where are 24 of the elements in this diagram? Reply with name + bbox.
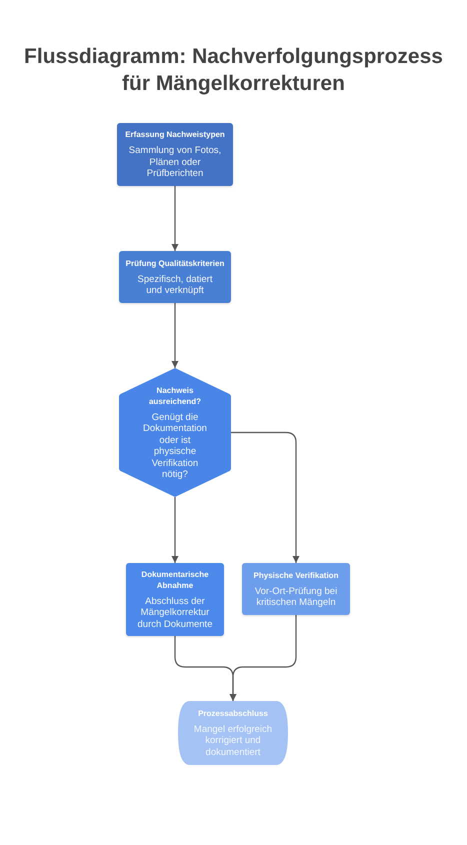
process-box <box>119 251 231 303</box>
diagram-title: Flussdiagramm: Nachverfolgungsprozess für Mängelkorrekturen <box>23 44 444 97</box>
arrow <box>172 186 178 251</box>
arrow <box>230 615 297 701</box>
process-box <box>126 563 224 636</box>
process-box <box>242 563 350 615</box>
node-heading: Physische Verifikation <box>254 570 338 580</box>
node-heading: Dokumentarische Abnahme <box>140 568 210 591</box>
node-text: Genügt die Dokumentation oder ist physische Verifikation nötig? <box>142 412 208 480</box>
node-text: Sammlung von Fotos, Plänen oder Prüfberichten <box>128 145 222 180</box>
node-heading: Prüfung Qualitätskriterien <box>126 258 224 268</box>
node-text: Vor-Ort-Prüfung bei kritischen Mängeln <box>254 586 338 608</box>
node-text: Spezifisch, datiert und verknüpft <box>136 274 214 296</box>
node-heading: Erfassung Nachweistypen <box>125 129 225 140</box>
node-text: Abschluss der Mängelkorrektur durch Dokumente <box>136 596 214 630</box>
terminal-shape <box>178 701 288 765</box>
node-text: Mangel erfolgreich korrigiert und dokumentiert <box>192 724 274 758</box>
arrow <box>172 303 178 368</box>
decision-hexagon <box>119 368 231 497</box>
node-heading: Prozessabschluss <box>198 708 268 719</box>
node-heading: Nachweis ausreichend? <box>148 384 202 406</box>
arrow <box>231 432 300 563</box>
process-box <box>117 123 233 186</box>
arrow <box>172 497 178 563</box>
